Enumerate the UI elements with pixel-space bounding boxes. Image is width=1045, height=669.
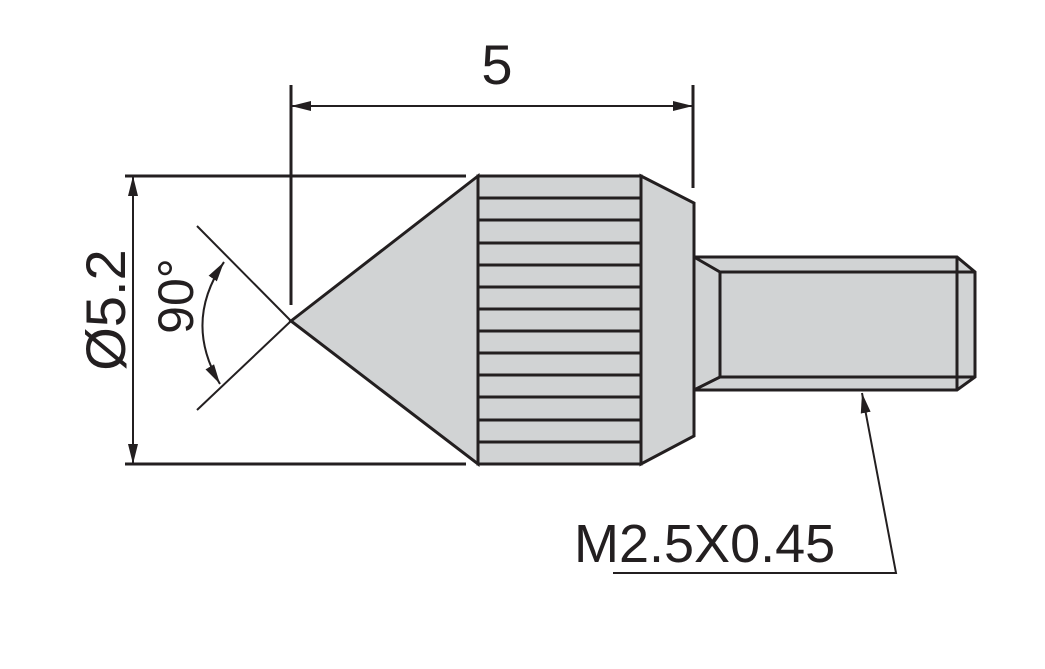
- thread-label: M2.5X0.45: [574, 514, 835, 574]
- length-dimension: 5: [289, 33, 695, 305]
- angle-dimension: 90°: [148, 225, 292, 411]
- length-label: 5: [481, 33, 512, 96]
- knurl-lines: [478, 196, 641, 444]
- threaded-shank: [692, 255, 977, 392]
- diameter-label: Ø5.2: [74, 249, 137, 370]
- thread-callout: M2.5X0.45: [574, 392, 898, 574]
- chamfer: [639, 173, 696, 467]
- cone-tip: [288, 172, 480, 468]
- angle-label: 90°: [148, 258, 204, 334]
- knurled-body: [476, 174, 643, 466]
- diameter-dimension: Ø5.2: [74, 174, 466, 466]
